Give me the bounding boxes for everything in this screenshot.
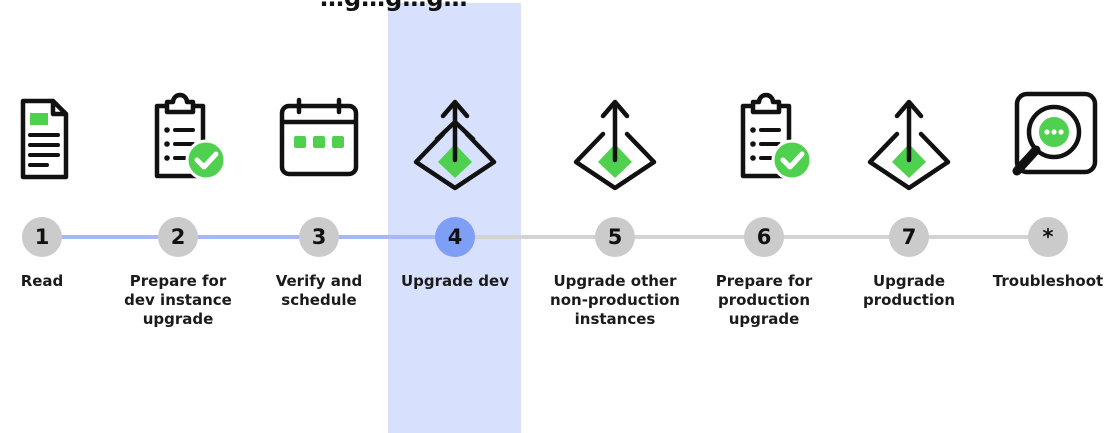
upgrade-icon <box>854 84 964 194</box>
clipboard-check-icon <box>709 84 819 194</box>
connector-5-6 <box>615 235 764 239</box>
upgrade-icon <box>560 84 670 194</box>
step-number-7: 7 <box>889 217 929 257</box>
step-number-2: 2 <box>158 217 198 257</box>
step-1: 1 Read <box>0 0 117 433</box>
step-number-4: 4 <box>435 217 475 257</box>
step-3: 3 Verify and schedule <box>244 0 394 433</box>
step-6: 6 Prepare for production upgrade <box>689 0 839 433</box>
connector-4-5 <box>455 235 615 239</box>
step-label-3: Verify and schedule <box>275 272 363 309</box>
step-label-1: Read <box>20 272 64 290</box>
connector-6-7 <box>764 235 909 239</box>
step-number-1: 1 <box>22 217 62 257</box>
upgrade-icon <box>400 84 510 194</box>
step-7: 7 Upgrade production <box>834 0 984 433</box>
diagram-title-fragment: …g…g…g… <box>320 0 520 14</box>
step-number-5: 5 <box>595 217 635 257</box>
calendar-icon <box>264 84 374 194</box>
step-label-6: Prepare for production upgrade <box>715 272 813 328</box>
step-label-troubleshoot: Troubleshoot <box>992 272 1104 290</box>
step-number-6: 6 <box>744 217 784 257</box>
step-label-2: Prepare for dev instance upgrade <box>124 272 232 328</box>
connector-3-4 <box>319 235 455 239</box>
step-troubleshoot: * Troubleshoot <box>973 0 1106 433</box>
step-label-7: Upgrade production <box>862 272 956 309</box>
step-5: 5 Upgrade other non-production instances <box>540 0 690 433</box>
magnifier-icon <box>993 84 1103 194</box>
connector-7-8 <box>909 235 1048 239</box>
step-label-4: Upgrade dev <box>401 272 509 290</box>
step-number-troubleshoot: * <box>1028 217 1068 257</box>
clipboard-check-icon <box>123 84 233 194</box>
step-4: 4 Upgrade dev <box>380 0 530 433</box>
step-label-5: Upgrade other non-production instances <box>550 272 680 328</box>
step-2: 2 Prepare for dev instance upgrade <box>103 0 253 433</box>
connector-1-2 <box>42 235 178 239</box>
step-number-3: 3 <box>299 217 339 257</box>
connector-2-3 <box>178 235 319 239</box>
document-icon <box>0 84 97 194</box>
